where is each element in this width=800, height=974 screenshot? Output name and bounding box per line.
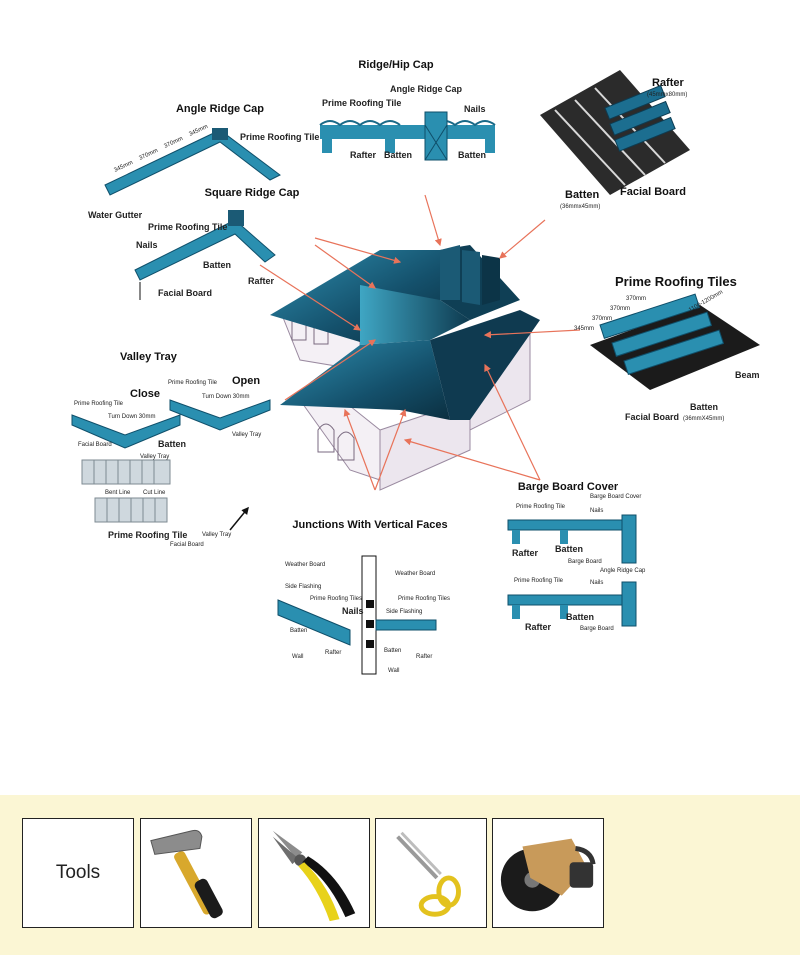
ridge-label-nails: Nails — [464, 104, 486, 114]
tools-label: Tools — [55, 862, 101, 883]
tile-label-batten: Batten — [690, 402, 718, 412]
junc-rafter-l: Rafter — [325, 650, 341, 656]
open-turn: Turn Down 30mm — [202, 394, 249, 400]
square-ridge-cap-detail: Square Ridge Cap Prime Roofing Tile Nail… — [134, 187, 300, 300]
tile-dim-4: 345mm — [574, 326, 594, 332]
junc-wall-r: Wall — [388, 668, 399, 674]
barge-nails-1: Nails — [590, 508, 603, 514]
junc-flashing-r: Side Flashing — [386, 609, 422, 615]
dim-4: 345mm — [188, 124, 209, 138]
square-label-batten: Batten — [203, 260, 231, 270]
ridge-label-tile: Prime Roofing Tile — [322, 98, 401, 108]
junc-batten-r: Batten — [384, 648, 401, 654]
open-tile: Prime Roofing Tile — [168, 380, 218, 386]
junctions-detail: Junctions With Vertical Faces Weather Bo… — [277, 519, 450, 675]
angle-label-gutter: Water Gutter — [88, 210, 143, 220]
angle-ridge-cap-title: Angle Ridge Cap — [176, 103, 264, 115]
barge-board-1: Barge Board — [568, 559, 602, 565]
square-ridge-cap-title: Square Ridge Cap — [205, 187, 300, 199]
bottom-valley: Valley Tray — [202, 532, 231, 538]
ridge-hip-cap-detail: Ridge/Hip Cap Prime Roofing Tile Angle R… — [319, 59, 496, 161]
barge-board-2: Barge Board — [580, 626, 614, 632]
junc-nails: Nails — [342, 606, 364, 616]
junc-wall-l: Wall — [292, 654, 303, 660]
barge-batten-1: Batten — [555, 544, 583, 554]
rafter-framing-detail: Rafter (45mmx80mm) Batten (36mmx45mm) Fa… — [540, 70, 690, 210]
barge-tile-2: Prime Roofing Tile — [514, 578, 564, 584]
bottom-facial: Facial Board — [170, 542, 204, 548]
pliers-tile — [258, 818, 370, 928]
barge-tile-1: Prime Roofing Tile — [516, 504, 566, 510]
close-batten: Batten — [158, 439, 186, 449]
prime-roofing-tiles-detail: Prime Roofing Tiles 370mm 370mm 370mm 34… — [574, 274, 760, 422]
barge-rafter-1: Rafter — [512, 548, 539, 558]
batten-label: Batten — [565, 189, 600, 201]
square-label-tile: Prime Roofing Tile — [148, 222, 227, 232]
junctions-title: Junctions With Vertical Faces — [292, 519, 447, 531]
barge-title: Barge Board Cover — [518, 481, 619, 493]
junc-tiles-r: Prime Roofing Tiles — [398, 596, 450, 602]
scissors-tile — [375, 818, 487, 928]
valley-tray-detail: Valley Tray Close Open Prime Roofing Til… — [71, 351, 271, 548]
dim-3: 370mm — [163, 136, 184, 150]
square-label-nails: Nails — [136, 240, 158, 250]
ridge-label-rafter: Rafter — [350, 150, 377, 160]
ridge-label-batten2: Batten — [458, 150, 486, 160]
square-label-rafter: Rafter — [248, 276, 275, 286]
ridge-hip-cap-title: Ridge/Hip Cap — [358, 59, 433, 71]
bottom-tile: Prime Roofing Tile — [108, 530, 187, 540]
scissors-icon — [396, 831, 461, 917]
junc-weather-r: Weather Board — [395, 571, 435, 577]
junc-batten-l: Batten — [290, 628, 307, 634]
saw-tile — [492, 818, 604, 928]
barge-rafter-2: Rafter — [525, 622, 552, 632]
angle-label-tile: Prime Roofing Tile — [240, 132, 319, 142]
rafter-size: (45mmx80mm) — [647, 92, 687, 98]
hammer-icon — [150, 829, 223, 919]
junc-tiles-l: Prime Roofing Tiles — [310, 596, 362, 602]
tile-label-batten-size: (36mmX45mm) — [683, 416, 724, 422]
tile-dim-2: 370mm — [610, 306, 630, 312]
junc-weather-l: Weather Board — [285, 562, 325, 568]
square-label-facial: Facial Board — [158, 288, 212, 298]
valley-open: Open — [232, 375, 260, 387]
tile-dim-3: 370mm — [592, 316, 612, 322]
open-valley: Valley Tray — [232, 432, 261, 438]
pointer-arrows — [259, 194, 581, 491]
dim-2: 370mm — [138, 148, 159, 162]
close-facial: Facial Board — [78, 442, 112, 448]
barge-board-detail: Barge Board Cover Prime Roofing Tile Bar… — [507, 481, 646, 632]
ridge-label-cap: Angle Ridge Cap — [390, 84, 463, 94]
tile-label-beam: Beam — [735, 370, 760, 380]
barge-nails-2: Nails — [590, 580, 603, 586]
valley-close: Close — [130, 388, 160, 400]
close-turn: Turn Down 30mm — [108, 414, 155, 420]
facial-label: Facial Board — [620, 186, 686, 198]
bent-line: Bent Line — [105, 490, 131, 496]
junc-flashing-l: Side Flashing — [285, 584, 321, 590]
house-illustration — [270, 245, 540, 491]
cutoff-saw-icon — [500, 838, 596, 912]
angle-ridge-cap-detail: Angle Ridge Cap 345mm 370mm 370mm 345mm … — [88, 103, 319, 220]
tile-label-facial: Facial Board — [625, 412, 679, 422]
tools-label-box: Tools — [22, 818, 134, 928]
barge-batten-2: Batten — [566, 612, 594, 622]
ridge-label-batten1: Batten — [384, 150, 412, 160]
rafter-label: Rafter — [652, 77, 685, 89]
roofing-installation-diagram: Ridge/Hip Cap Prime Roofing Tile Angle R… — [71, 59, 760, 675]
cut-line: Cut Line — [143, 490, 166, 496]
tile-dim-1: 370mm — [626, 296, 646, 302]
barge-ridge-cap: Angle Ridge Cap — [600, 568, 646, 574]
valley-tray-title: Valley Tray — [120, 351, 178, 363]
batten-size: (36mmx45mm) — [560, 204, 600, 210]
close-valley: Valley Tray — [140, 454, 169, 460]
junc-rafter-r: Rafter — [416, 654, 432, 660]
hammer-tile — [140, 818, 252, 928]
prime-tiles-title: Prime Roofing Tiles — [615, 274, 737, 289]
barge-cover: Barge Board Cover — [590, 494, 641, 500]
dim-1: 345mm — [113, 160, 134, 174]
pliers-icon — [272, 830, 356, 922]
close-tile: Prime Roofing Tile — [74, 401, 124, 407]
